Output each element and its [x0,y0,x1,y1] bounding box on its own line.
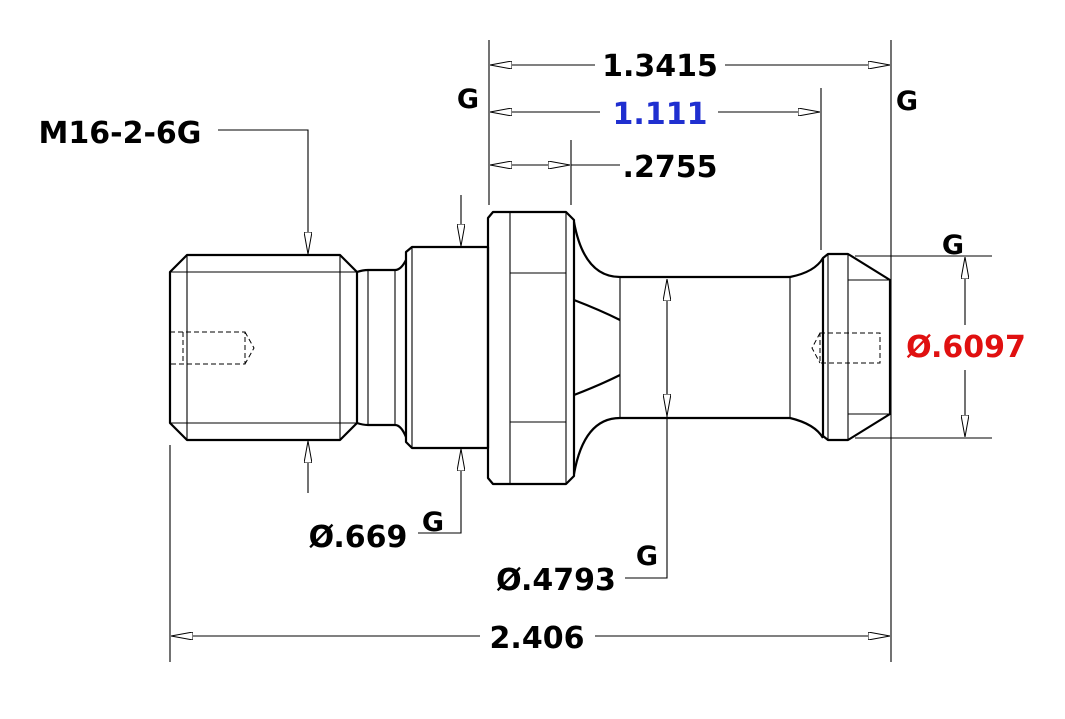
extension-lines [169,40,992,662]
dim-head-diameter: Ø.6097 [906,330,1026,365]
collar [404,245,490,450]
dim-overall-length: 2.406 [490,621,585,656]
hidden-hole-left [169,331,255,365]
gdt-marker-collar: G [422,507,444,538]
dim-head-to-end: 1.3415 [602,49,718,84]
shank [620,275,790,420]
flange [486,210,576,486]
gdt-marker-head: G [942,230,964,261]
part-outline [168,210,892,486]
neck-radius [572,221,621,475]
undercut-groove [356,259,408,438]
thread-section [168,253,359,442]
dim-thread-spec: M16-2-6G [39,116,202,151]
dim-collar-diameter: Ø.669 [309,520,408,555]
dim-head-to-neck: 1.111 [613,97,708,132]
dim-flange-width: .2755 [623,150,718,185]
dimension-lines [172,65,965,636]
dim-neck-diameter: Ø.4793 [496,563,616,598]
gdt-marker-flange-top: G [457,84,479,115]
gdt-marker-neck: G [636,541,658,572]
hidden-hole-right [811,332,881,364]
gdt-marker-end-top: G [896,86,918,117]
head-radius [789,257,824,439]
